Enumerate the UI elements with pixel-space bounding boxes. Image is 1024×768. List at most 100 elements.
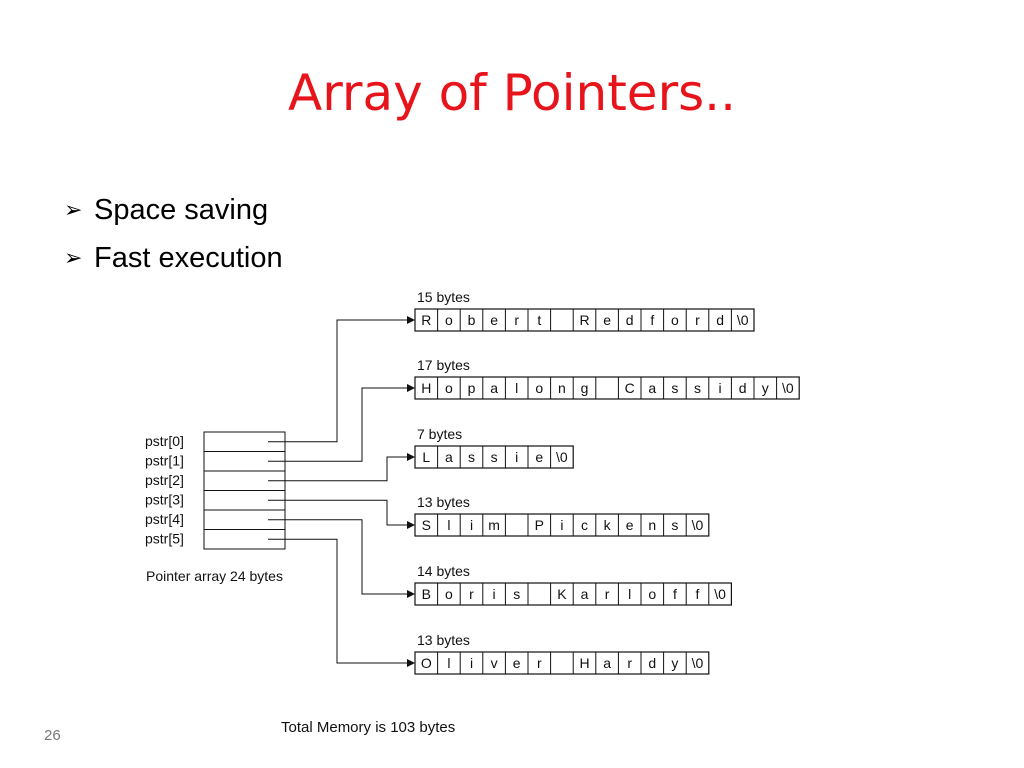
char-cell: i <box>515 449 518 465</box>
pointer-connectors <box>285 316 415 667</box>
char-cell: s <box>468 449 475 465</box>
char-cell: o <box>445 586 453 602</box>
char-cell: i <box>470 517 473 533</box>
char-cell: b <box>468 312 476 328</box>
char-cell: i <box>493 586 496 602</box>
string-bytes-label: 13 bytes <box>417 494 470 510</box>
string-bytes-label: 14 bytes <box>417 563 470 579</box>
char-cell: i <box>470 655 473 671</box>
char-cell: \0 <box>714 586 726 602</box>
char-cell: f <box>673 586 677 602</box>
char-cell: a <box>581 586 589 602</box>
char-cell: a <box>603 655 611 671</box>
char-cell: e <box>603 312 611 328</box>
char-cell: l <box>515 380 518 396</box>
char-cell: R <box>421 312 431 328</box>
pointer-arrow <box>285 453 415 482</box>
total-memory-caption: Total Memory is 103 bytes <box>281 719 455 736</box>
char-cell: e <box>513 655 521 671</box>
char-cell: O <box>421 655 432 671</box>
char-cell: g <box>581 380 589 396</box>
string-bytes-label: 7 bytes <box>417 426 462 442</box>
pointer-labels: pstr[0]pstr[1]pstr[2]pstr[3]pstr[4]pstr[… <box>145 433 184 547</box>
char-cell: R <box>579 312 589 328</box>
char-cell: y <box>762 380 769 396</box>
char-cell: \0 <box>556 449 568 465</box>
char-cell: s <box>491 449 498 465</box>
char-cell: i <box>560 517 563 533</box>
char-cell: a <box>490 380 498 396</box>
char-cell: r <box>695 312 700 328</box>
char-cell: o <box>648 586 656 602</box>
char-cell: s <box>513 586 520 602</box>
string-box <box>414 513 710 537</box>
char-cell: d <box>716 312 724 328</box>
char-cell: \0 <box>692 655 704 671</box>
char-cell: K <box>557 586 567 602</box>
char-cell: c <box>581 517 588 533</box>
string-bytes-label: 13 bytes <box>417 632 470 648</box>
char-cell: f <box>650 312 654 328</box>
char-cell: e <box>490 312 498 328</box>
char-cell: r <box>627 655 632 671</box>
pointer-arrow <box>285 316 415 443</box>
char-cell: l <box>447 655 450 671</box>
char-cell: y <box>671 655 678 671</box>
string-box <box>414 376 800 400</box>
char-cell: C <box>625 380 635 396</box>
pointer-array <box>203 431 286 550</box>
pointer-label: pstr[5] <box>145 531 184 547</box>
char-cell: r <box>605 586 610 602</box>
char-cell: o <box>535 380 543 396</box>
arrowhead-bullet-icon: ➢ <box>64 245 83 270</box>
char-cell: H <box>421 380 431 396</box>
char-cell: r <box>537 655 542 671</box>
char-cell: p <box>468 380 476 396</box>
char-cell: r <box>469 586 474 602</box>
pointer-label: pstr[2] <box>145 472 184 488</box>
bullet-list: ➢ Space saving ➢ Fast execution <box>64 186 283 282</box>
char-cell: S <box>422 517 431 533</box>
char-cell: e <box>626 517 634 533</box>
pointer-label: pstr[0] <box>145 433 184 449</box>
char-cell: \0 <box>782 380 794 396</box>
pointer-arrow <box>285 519 415 598</box>
char-cell: e <box>535 449 543 465</box>
string-box <box>414 651 710 675</box>
bullet-item: ➢ Fast execution <box>64 234 283 282</box>
slide-number: 26 <box>44 727 61 744</box>
char-cell: a <box>445 449 453 465</box>
char-cell: \0 <box>692 517 704 533</box>
char-cell: \0 <box>737 312 749 328</box>
char-cell: H <box>579 655 589 671</box>
char-cell: m <box>488 517 500 533</box>
arrowhead-bullet-icon: ➢ <box>64 197 83 222</box>
char-cell: s <box>671 380 678 396</box>
char-cell: n <box>558 380 566 396</box>
char-cell: f <box>696 586 700 602</box>
string-bytes-label: 15 bytes <box>417 289 470 305</box>
pointer-arrow <box>285 538 415 667</box>
char-cell: d <box>739 380 747 396</box>
pointer-label: pstr[1] <box>145 453 184 469</box>
slide-title: Array of Pointers.. <box>288 64 736 122</box>
string-bytes-label: 17 bytes <box>417 357 470 373</box>
char-cell: s <box>671 517 678 533</box>
char-cell: v <box>491 655 498 671</box>
char-cell: n <box>648 517 656 533</box>
char-cell: s <box>694 380 701 396</box>
bullet-text: Space saving <box>94 194 269 226</box>
char-cell: o <box>445 380 453 396</box>
char-cell: r <box>514 312 519 328</box>
char-cell: o <box>445 312 453 328</box>
char-cell: k <box>604 517 612 533</box>
pointer-arrow <box>285 499 415 529</box>
char-cell: o <box>671 312 679 328</box>
char-cell: L <box>422 449 430 465</box>
char-cell: P <box>535 517 544 533</box>
string-box <box>414 308 755 332</box>
char-cell: B <box>422 586 431 602</box>
pointer-label: pstr[3] <box>145 492 184 508</box>
